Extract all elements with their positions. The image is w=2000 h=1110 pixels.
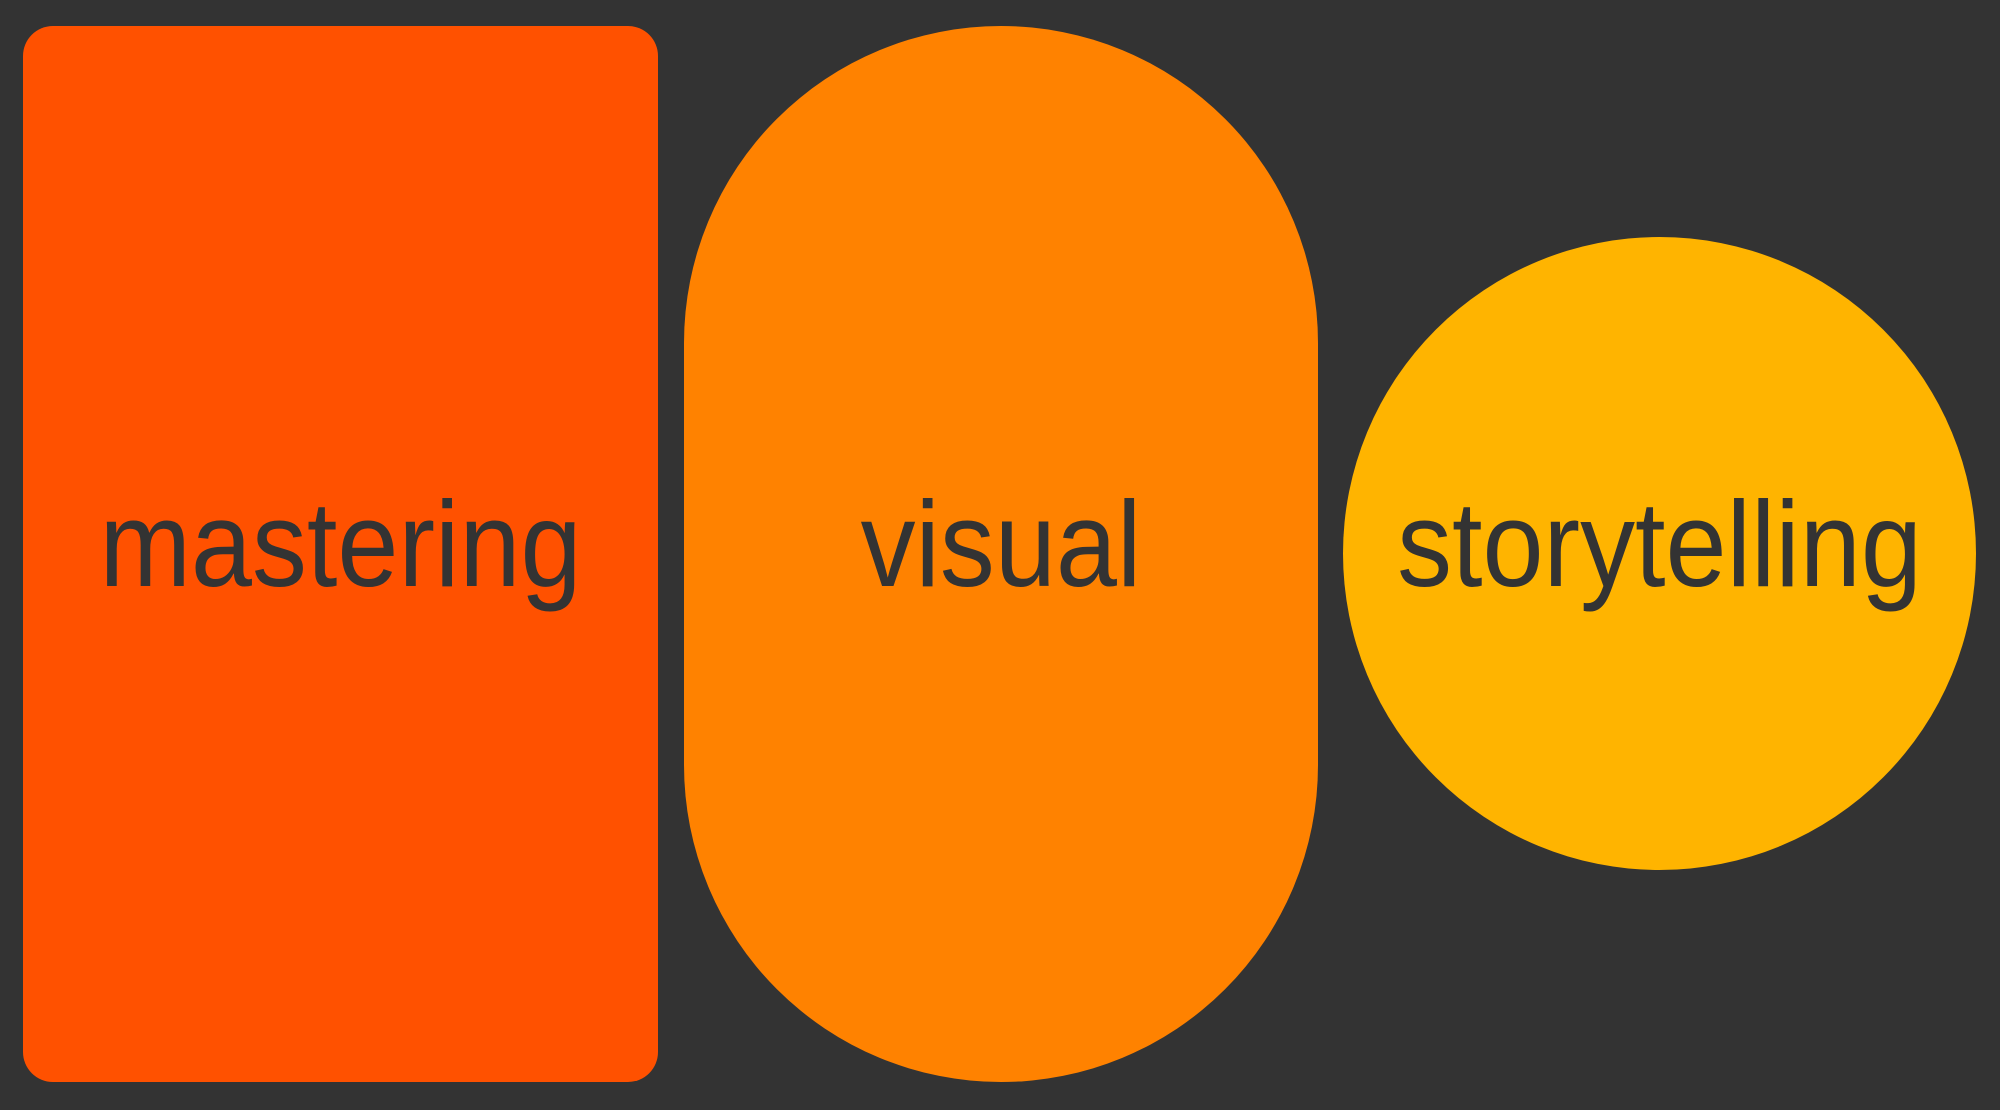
- rounded-rectangle-shape: [23, 26, 658, 1082]
- label-visual: visual: [860, 476, 1142, 612]
- label-storytelling: storytelling: [1397, 476, 1922, 612]
- label-mastering: mastering: [99, 476, 582, 612]
- pill-shape: [684, 26, 1318, 1082]
- circle-shape: [1343, 237, 1976, 870]
